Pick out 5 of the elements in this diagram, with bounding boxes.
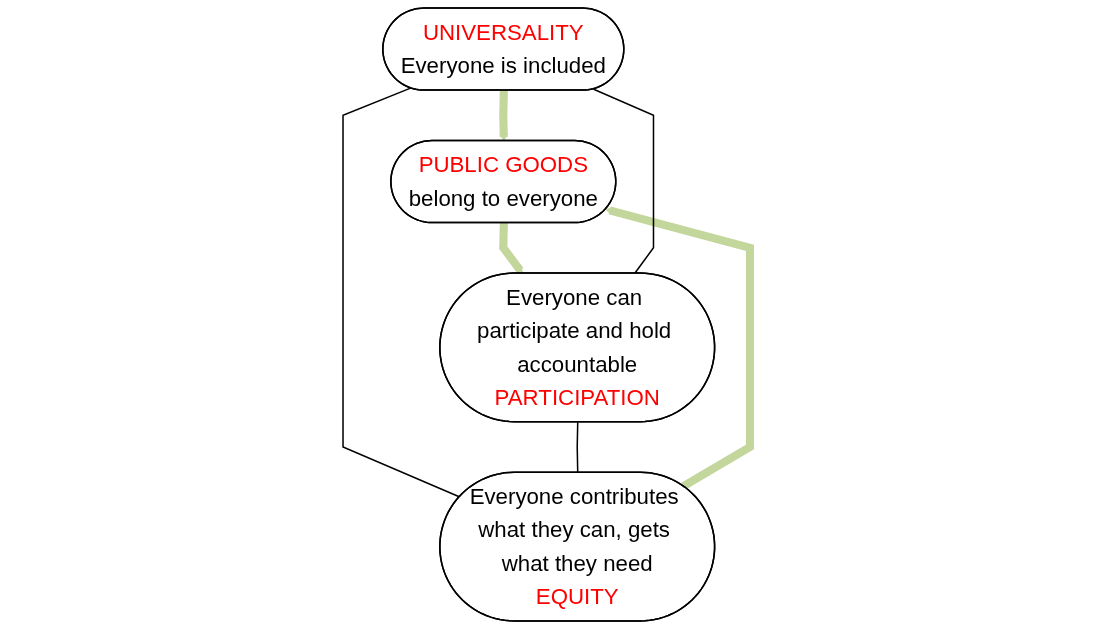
arrow [499,90,509,142]
connector [592,88,655,275]
connector [576,421,579,474]
arrow [605,206,755,490]
arrow [499,222,524,274]
